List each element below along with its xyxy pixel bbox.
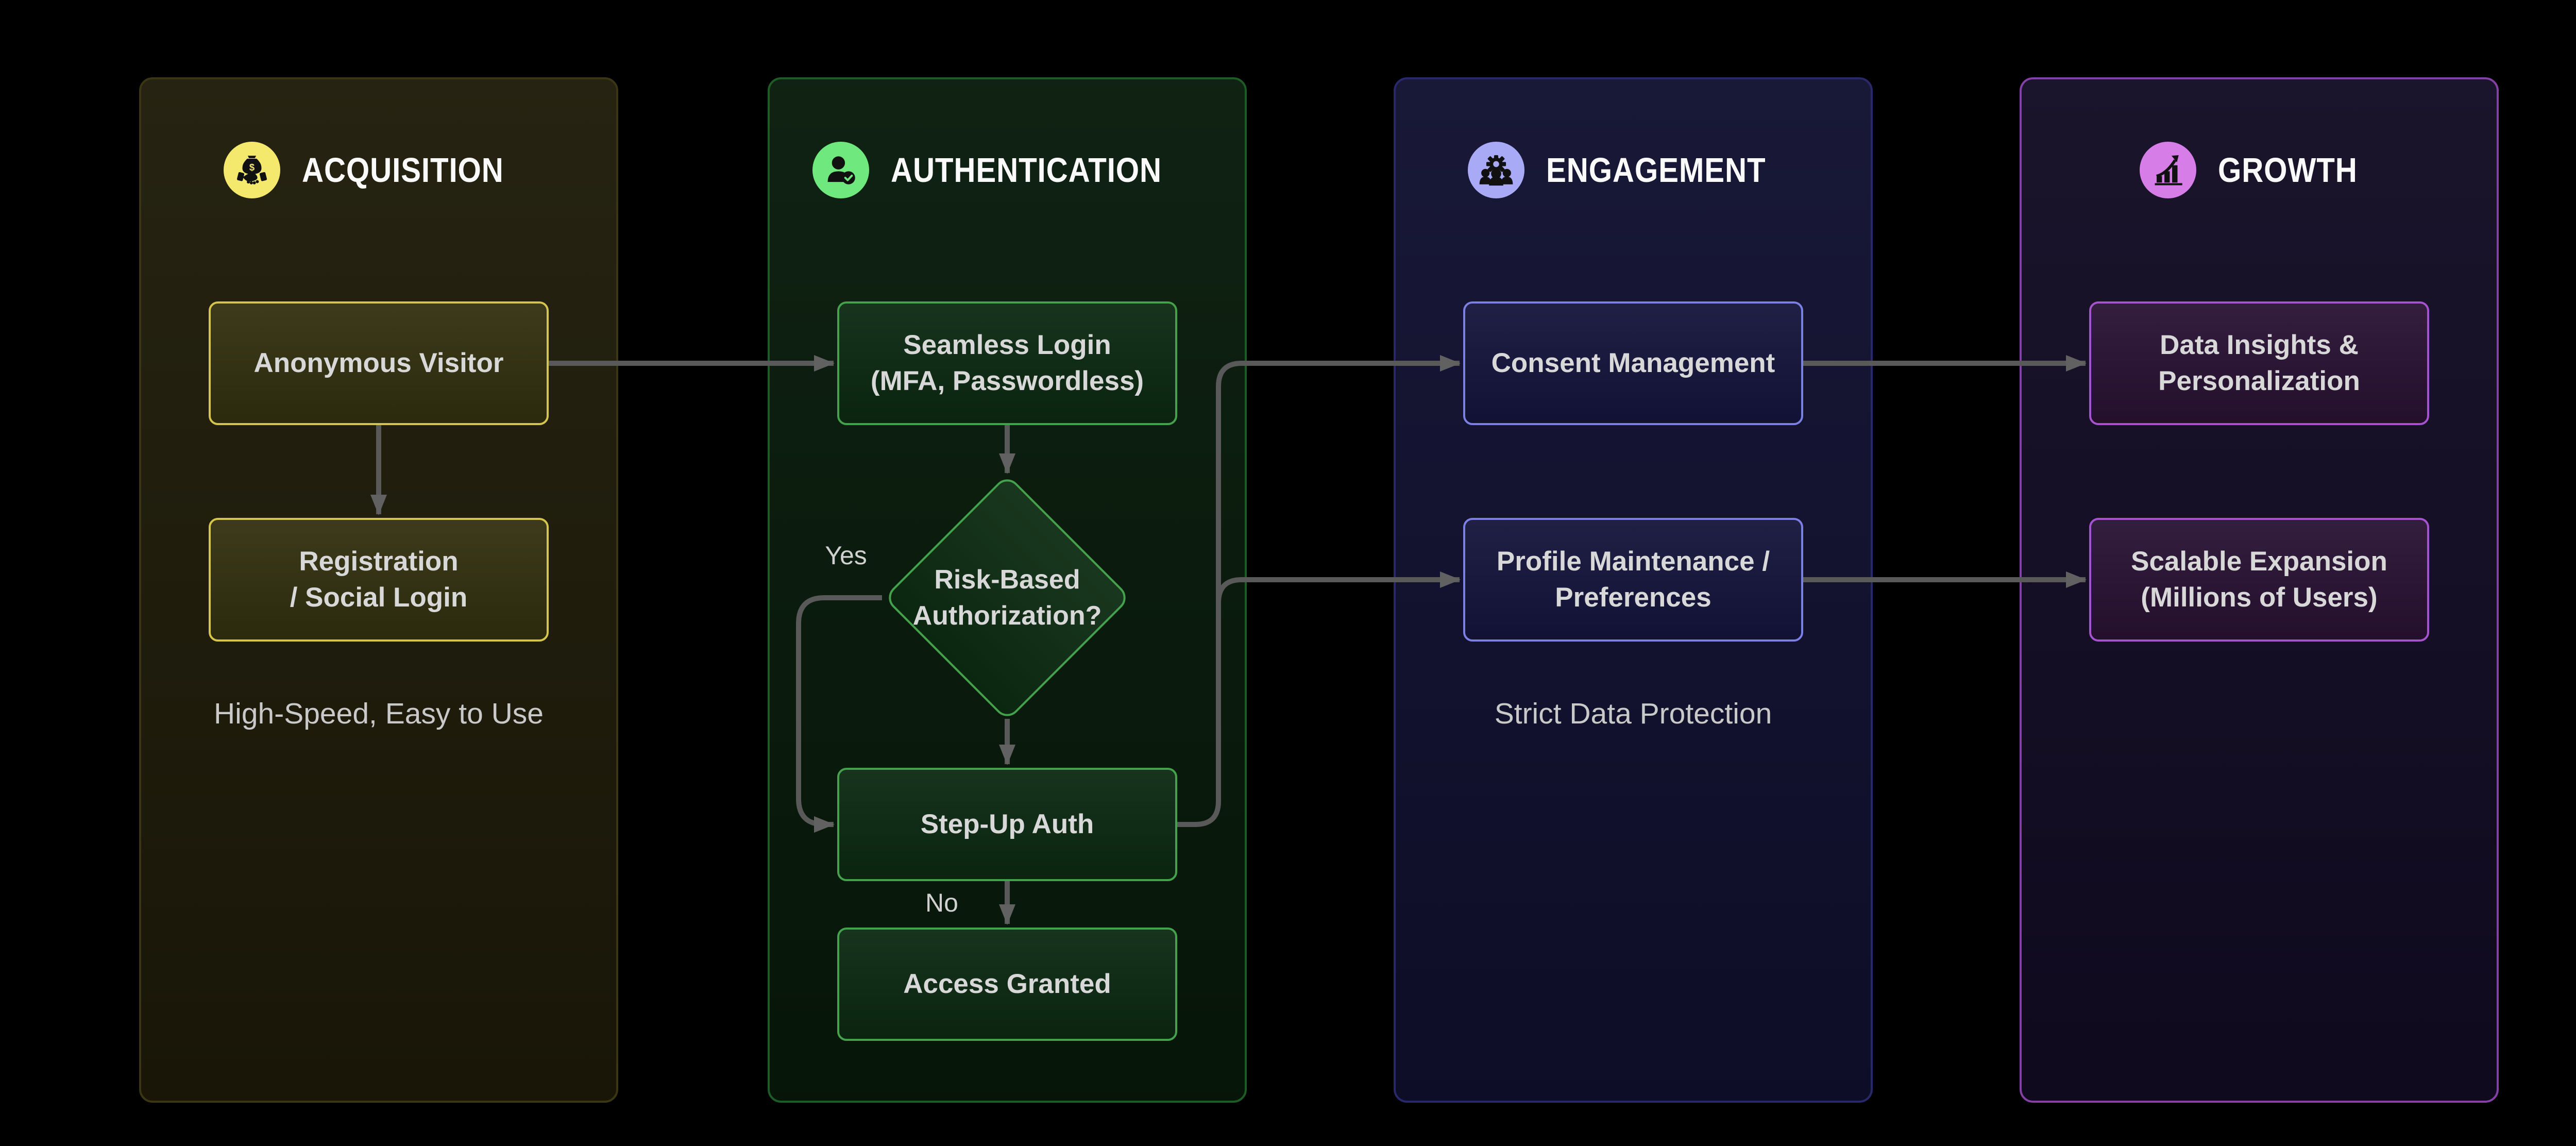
engagement-header: ENGAGEMENT (1394, 137, 1873, 204)
data-insights-node: Data Insights & Personalization (2089, 301, 2429, 425)
registration-social-login-node: Registration / Social Login (209, 518, 549, 642)
growth-title: GROWTH (2218, 150, 2358, 190)
access-granted-node: Access Granted (837, 928, 1177, 1041)
growth-header: GROWTH (2020, 137, 2499, 204)
acquisition-header: $ ACQUISITION (139, 137, 618, 204)
acquisition-title: ACQUISITION (301, 150, 504, 190)
engagement-title: ENGAGEMENT (1546, 150, 1766, 190)
profile-maintenance-node: Profile Maintenance / Preferences (1463, 518, 1803, 642)
step-up-auth-node: Step-Up Auth (837, 768, 1177, 881)
arrow-yes-loop (796, 595, 882, 833)
acquisition-caption: High-Speed, Easy to Use (214, 697, 544, 730)
yes-edge-label: Yes (825, 541, 867, 570)
authentication-header: AUTHENTICATION (768, 137, 1247, 204)
authentication-title: AUTHENTICATION (890, 150, 1162, 190)
chart-growth-icon (2140, 142, 2197, 198)
svg-text:$: $ (249, 162, 255, 173)
people-gear-icon (1467, 142, 1524, 198)
money-handshake-icon: $ (223, 142, 280, 198)
risk-based-authorization-label: Risk-Based Authorization? (912, 564, 1102, 631)
arrow-stepup-to-profile (1216, 571, 1461, 603)
no-edge-label: No (925, 888, 958, 917)
scalable-expansion-node: Scalable Expansion (Millions of Users) (2089, 518, 2429, 642)
seamless-login-node: Seamless Login (MFA, Passwordless) (837, 301, 1177, 425)
person-check-icon (812, 142, 869, 198)
engagement-caption: Strict Data Protection (1494, 697, 1772, 730)
consent-management-node: Consent Management (1463, 301, 1803, 425)
anonymous-visitor-node: Anonymous Visitor (209, 301, 549, 425)
